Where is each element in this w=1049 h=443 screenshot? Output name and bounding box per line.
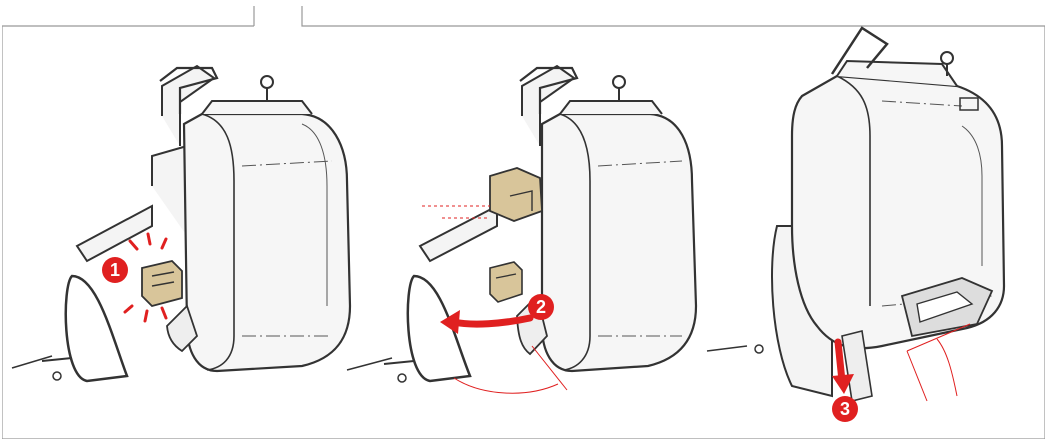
diagram-frame <box>2 6 1045 439</box>
step-3-badge: 3 <box>832 396 858 422</box>
panel-1-mount-case <box>12 66 350 381</box>
step-2-badge: 2 <box>528 294 554 320</box>
panel-3-tilt-case <box>707 28 1004 401</box>
step-1-badge: 1 <box>102 257 128 283</box>
panel-2-release-lever <box>347 66 696 393</box>
